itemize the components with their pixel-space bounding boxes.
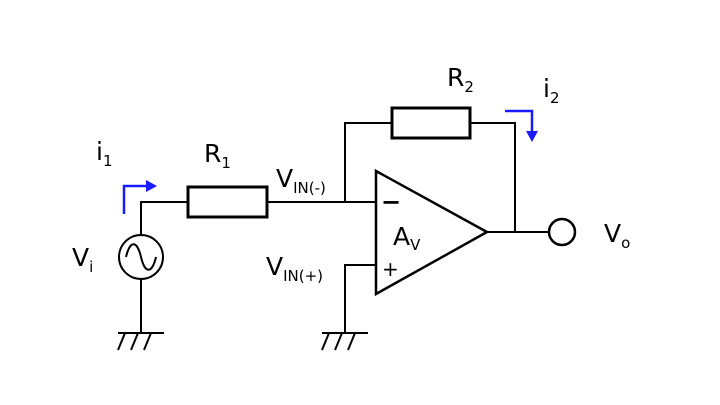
ground-hatch <box>321 332 330 351</box>
op-amp-triangle <box>374 168 490 297</box>
sine-wave-icon <box>125 243 157 271</box>
wire-noninverting-ground <box>344 264 376 333</box>
source-circle <box>118 234 164 280</box>
ground-hatch <box>143 332 152 351</box>
wire-source-top <box>140 201 188 235</box>
wires <box>140 122 549 333</box>
wire-feedback-left <box>344 122 392 202</box>
ground-noninverting <box>321 332 368 351</box>
op-amp-gain-label: AV <box>393 222 421 254</box>
ground-hatch <box>347 332 356 351</box>
wire-feedback-right <box>470 122 516 232</box>
resistor-r1 <box>186 185 269 219</box>
label-vin-minus: VIN(-) <box>276 164 326 197</box>
output-terminal <box>547 217 577 247</box>
current-arrow-i1 <box>122 180 157 214</box>
ground-hatch <box>130 332 139 351</box>
label-i1: i1 <box>96 137 113 170</box>
op-amp-minus-sign: − <box>381 188 401 216</box>
label-vi: Vi <box>72 243 93 276</box>
label-i2: i2 <box>543 74 560 107</box>
arrow-i1-head <box>146 180 157 192</box>
label-r2: R2 <box>447 63 474 96</box>
op-amp: − + AV <box>374 168 490 297</box>
arrow-i1-path <box>122 184 148 214</box>
label-vo: Vo <box>604 219 630 252</box>
op-amp-plus-sign: + <box>382 257 399 281</box>
ground-hatch <box>117 332 126 351</box>
current-arrow-i2 <box>505 109 538 142</box>
ground-source <box>117 332 164 351</box>
arrow-i2-path <box>505 109 534 134</box>
resistor-r2 <box>390 106 472 140</box>
label-r1: R1 <box>204 139 231 172</box>
ground-hatch <box>334 332 343 351</box>
ac-voltage-source <box>118 234 164 280</box>
label-vin-plus: VIN(+) <box>266 252 323 285</box>
arrow-i2-head <box>526 131 538 142</box>
